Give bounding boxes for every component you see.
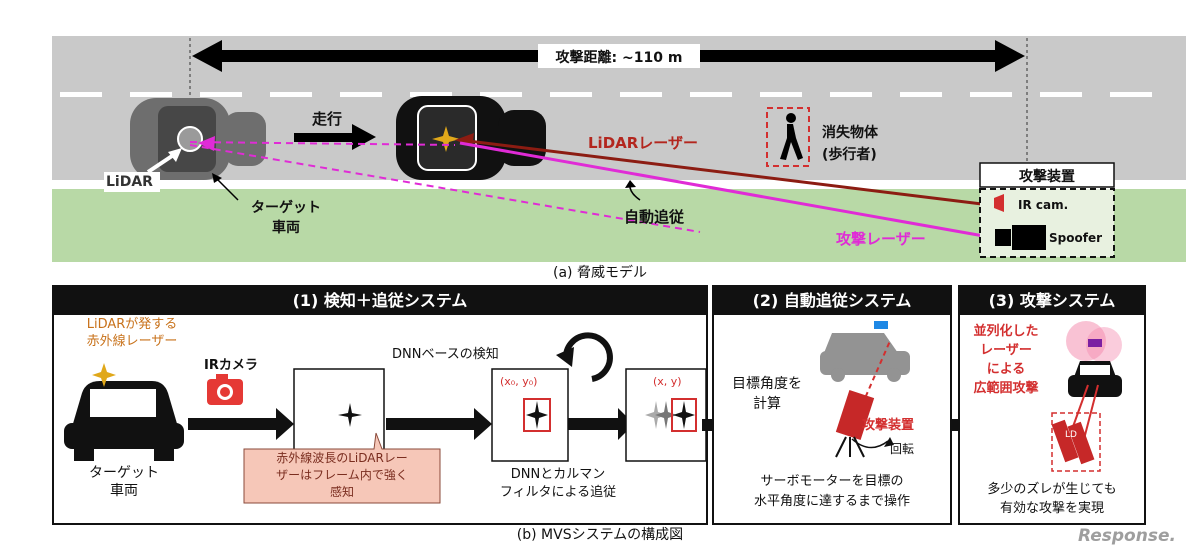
callout-line2: ザーはフレーム内で強く [276,468,408,482]
camera-icon [207,374,243,405]
attack-laser-label: 攻撃レーザー [836,230,926,248]
parallel-line4: 広範囲攻撃 [973,381,1039,396]
target-vehicle-bottom-label: ターゲット 車両 [64,464,184,500]
lidar-emits-line2: 赤外線レーザー [86,334,178,349]
parallel-line3: による [986,362,1026,377]
result-line2: 有効な攻撃を実現 [999,501,1104,516]
dnn-kalman-line2: フィルタによる追従 [499,485,617,500]
xy-label: (x, y) [653,375,682,388]
dnn-kalman-line1: DNNとカルマン [510,467,606,482]
ir-cam-label: IR cam. [1018,198,1069,212]
pedestrian-box [766,107,810,167]
parallel-laser-label: 並列化した レーザー による 広範囲攻撃 [960,322,1052,398]
panel2-title: (2) 自動追従システム [714,287,950,315]
lidar-emits-line1: LiDARが発する [86,317,178,332]
parallel-line1: 並列化した [973,324,1039,339]
vanishing-object-label: 消失物体 (歩行者) [822,122,878,166]
vanishing-object-line2: (歩行者) [822,147,877,163]
target-car-front-icon [64,363,184,461]
panel-auto-tracking: (2) 自動追従システム [712,285,952,525]
target-vehicle-line1: ターゲット [251,200,321,216]
target-vehicle-bottom-line1: ターゲット [89,465,159,481]
caption-a: (a) 脅威モデル [553,265,647,281]
panel1-title: (1) 検知＋追従システム [54,287,706,315]
dnn-detect-label: DNNベースの検知 [392,347,499,362]
auto-tracking-label: 自動追従 [624,208,685,226]
servo-line1: サーボモーターを目標の [760,474,904,489]
lane-markings [60,92,1152,97]
driving-label: 走行 [312,110,343,128]
ld-label: LD [1065,430,1077,440]
panel2-graphics [820,321,910,458]
attack-device-panel2-label: 攻撃装置 [862,418,915,433]
lidar-laser-label: LiDARレーザー [588,134,699,152]
target-vehicle-bottom-line2: 車両 [110,483,138,499]
dnn-kalman-label: DNNとカルマン フィルタによる追従 [478,466,638,502]
ir-camera-label: IRカメラ [204,358,258,373]
target-vehicle-line2: 車両 [272,220,300,236]
attack-result-label: 多少のズレが生じても 有効な攻撃を実現 [960,480,1144,518]
watermark-response: Response. [1078,526,1176,546]
spoofer-label: Spoofer [1049,231,1102,245]
lidar-emits-label: LiDARが発する 赤外線レーザー [62,316,202,350]
target-angle-label: 目標角度を 計算 [722,374,812,414]
panel3-title: (3) 攻撃システム [960,287,1144,315]
attack-distance-label: 攻撃距離: ~110 m [555,50,683,66]
servo-line2: 水平角度に達するまで操作 [753,494,910,509]
xy0-label: (x₀, y₀) [500,375,538,388]
target-angle-line2: 計算 [753,396,781,412]
panel1-graphics [64,332,707,504]
curb [52,180,1186,189]
vanishing-object-line1: 消失物体 [822,125,878,141]
callout-line1: 赤外線波長のLiDARレー [276,451,408,465]
attack-device-label: 攻撃装置 [1019,169,1075,185]
road-scene [52,36,1186,262]
pedestrian-icon [780,113,803,160]
result-line1: 多少のズレが生じても [987,482,1117,497]
callout-text: 赤外線波長のLiDARレー ザーはフレーム内で強く 感知 [244,450,440,501]
rotation-label: 回転 [890,442,915,456]
caption-b: (b) MVSシステムの構成図 [516,527,684,543]
panel3-graphics [1051,321,1122,472]
lidar-label: LiDAR [106,174,153,190]
target-angle-line1: 目標角度を [732,376,802,392]
threat-model-scene [0,0,1200,265]
panel-attack-system: (3) 攻撃システム [958,285,1146,525]
callout-line3: 感知 [329,485,354,499]
lidar-label-box [104,172,160,192]
servo-label: サーボモーターを目標の 水平角度に達するまで操作 [714,472,950,512]
parallel-line2: レーザー [980,343,1032,358]
target-vehicle-label: ターゲット 車両 [246,198,326,238]
